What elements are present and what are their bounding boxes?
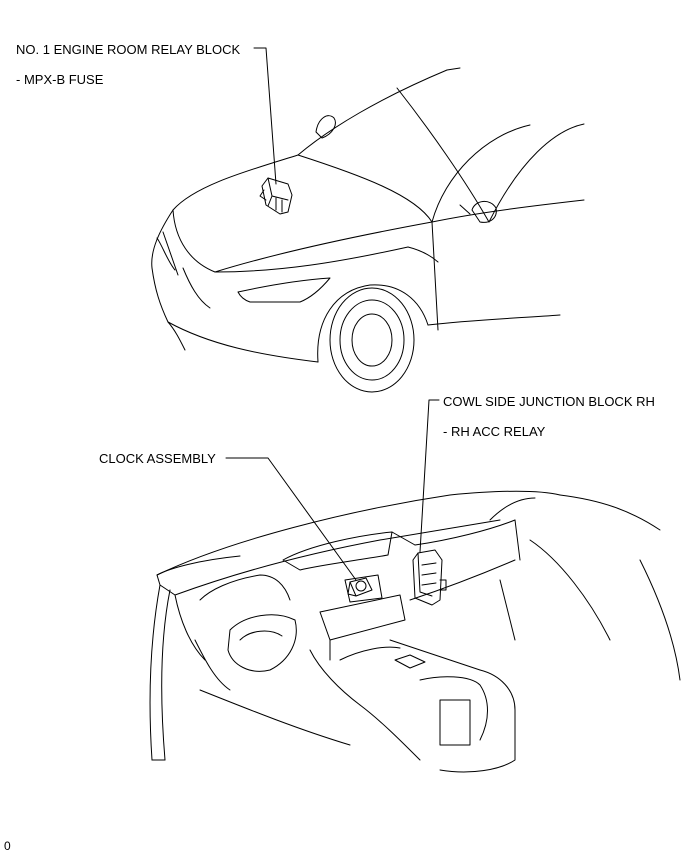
figure-code: 0 [4, 839, 11, 853]
clock-assembly-leader [225, 457, 357, 581]
engine-relay-leader [253, 47, 277, 185]
clock-assembly-part [347, 577, 373, 597]
clock-assembly-label: CLOCK ASSEMBLY [99, 451, 216, 466]
mpx-b-fuse-label: - MPX-B FUSE [16, 72, 104, 87]
cowl-junction-leader [419, 399, 440, 553]
rh-acc-relay-label: - RH ACC RELAY [443, 424, 546, 439]
cowl-junction-block-label: COWL SIDE JUNCTION BLOCK RH [443, 394, 655, 409]
engine-relay-block-label: NO. 1 ENGINE ROOM RELAY BLOCK [16, 42, 241, 57]
cowl-junction-block-part [412, 549, 447, 606]
dashboard-illustration [149, 490, 681, 773]
car-illustration [151, 67, 585, 393]
engine-relay-block-part [259, 177, 293, 215]
